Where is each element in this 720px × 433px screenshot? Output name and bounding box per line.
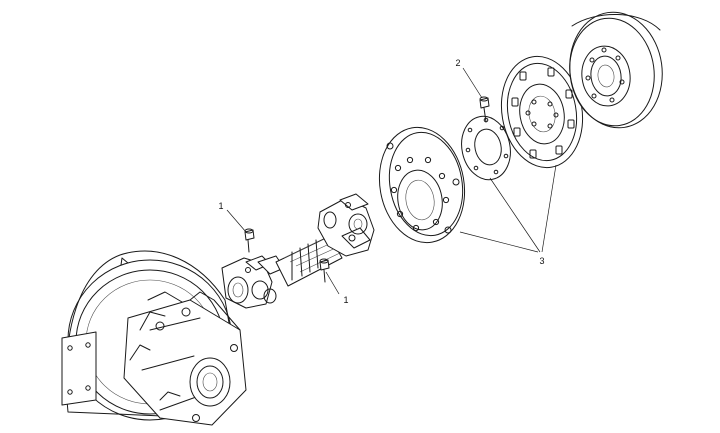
callout-screw-upper: 1 [218, 201, 223, 211]
leader-lines [226, 67, 557, 295]
drive-shaft [221, 193, 375, 309]
flywheel-disc [569, 11, 663, 129]
flywheel-housing [61, 250, 247, 426]
clutch-drive-plate [378, 126, 466, 244]
screw-upper [244, 228, 255, 253]
ring-flange [461, 115, 511, 181]
bolt [479, 96, 490, 123]
screw-lower [319, 258, 330, 283]
callout-bolt: 2 [455, 58, 460, 68]
callout-screw-lower: 1 [343, 295, 348, 305]
callout-plates: 3 [539, 256, 544, 266]
